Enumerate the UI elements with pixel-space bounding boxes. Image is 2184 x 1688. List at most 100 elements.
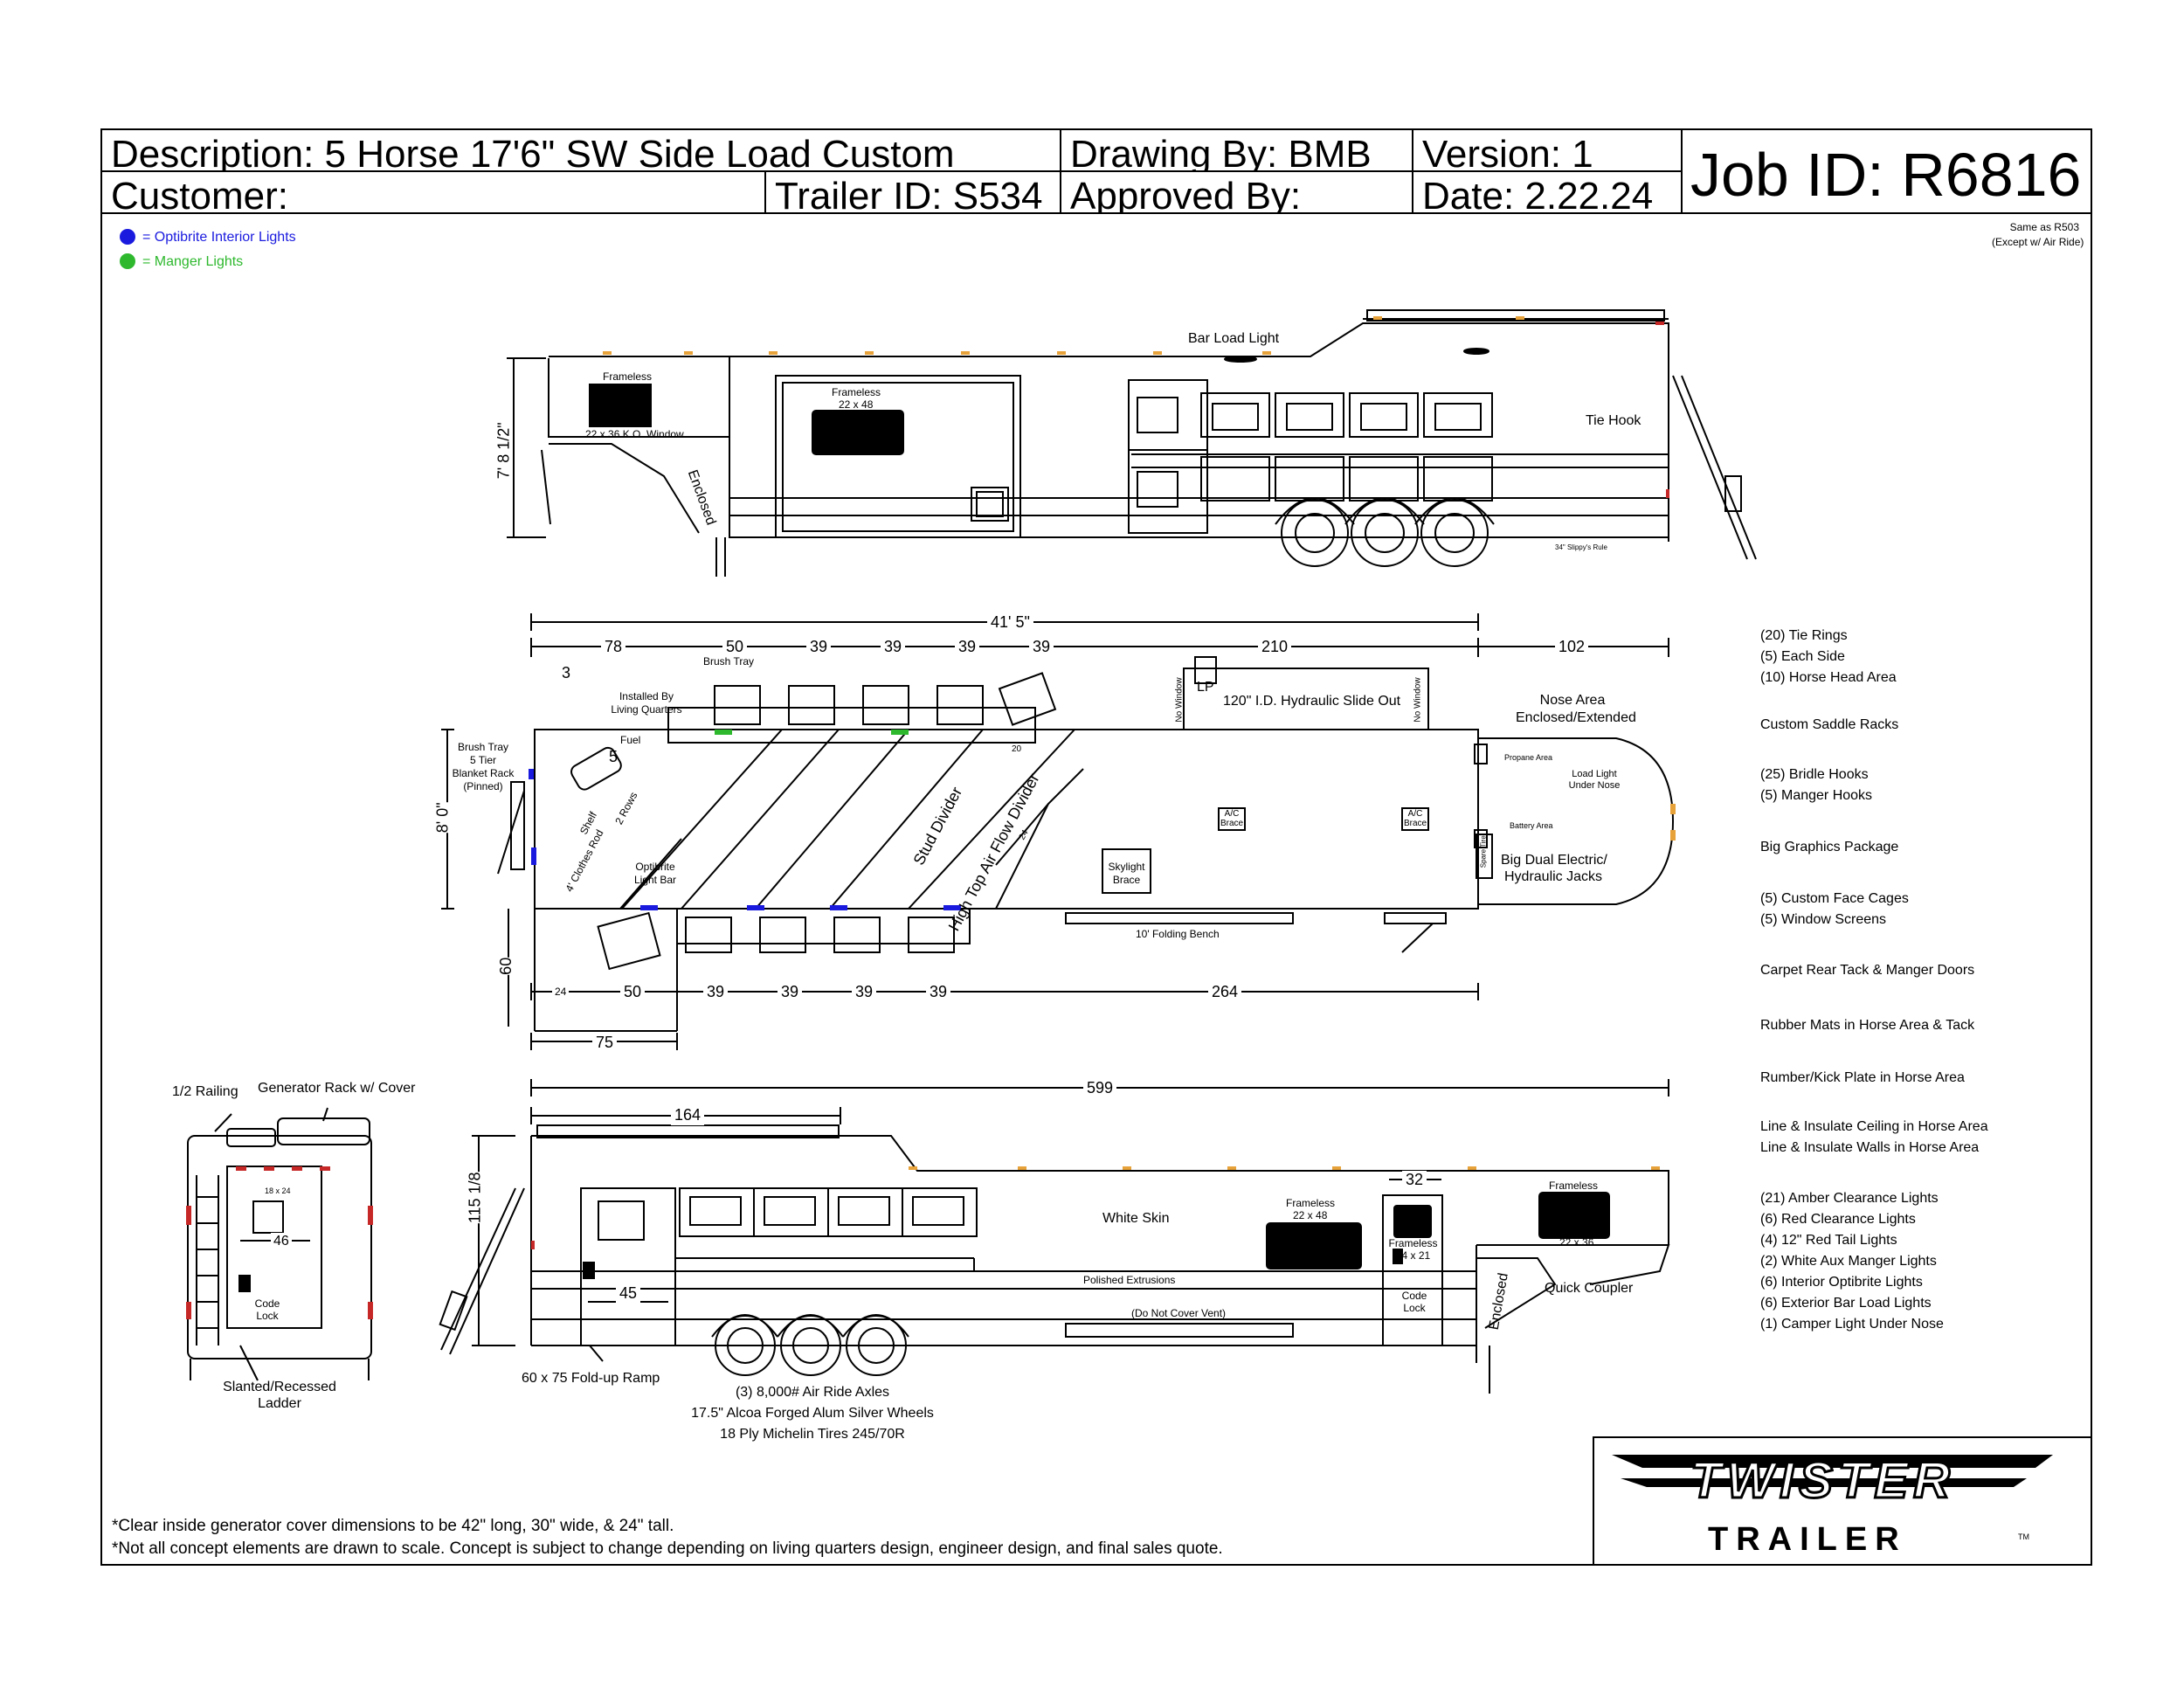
- manger-legend-dot: [120, 253, 135, 269]
- top-dim-39b: 39: [881, 638, 906, 657]
- brush-tray-label: Brush Tray: [703, 655, 755, 668]
- generator-rack-label: Generator Rack w/ Cover: [258, 1081, 416, 1096]
- polished-extrusions-label: Polished Extrusions: [1083, 1274, 1176, 1286]
- overall-length-dim: 41' 5": [987, 613, 1033, 633]
- side-22x48-label: 22 x 48: [839, 398, 874, 411]
- bottom-dim-39d: 39: [926, 983, 951, 1002]
- dim-32: 32: [1402, 1171, 1427, 1190]
- manger-legend-label: = Manger Lights: [142, 254, 244, 269]
- folding-bench-label: 10' Folding Bench: [1136, 928, 1220, 940]
- floor-plan: [441, 613, 1675, 1050]
- customer-cell: Customer:: [100, 170, 766, 214]
- lp-label: LP: [1197, 680, 1214, 695]
- logo-box: [1593, 1436, 2092, 1566]
- footer-note-scale: *Not all concept elements are drawn to s…: [112, 1539, 1223, 1558]
- spec-group-mats: Rubber Mats in Horse Area & Tack: [1760, 1018, 1975, 1033]
- top-dim-39c: 39: [955, 638, 980, 657]
- side-frameless-label: Frameless: [603, 370, 653, 383]
- top-dim-78: 78: [601, 638, 626, 657]
- spec-group-graphics: Big Graphics Package: [1760, 840, 1899, 854]
- no-window-right: No Window: [1413, 677, 1423, 723]
- bottom-dim-50: 50: [620, 983, 646, 1002]
- battery-area-label: Battery Area: [1510, 821, 1553, 830]
- bar-load-light-label: Bar Load Light: [1188, 331, 1280, 346]
- spare-tire-label: Spare Tire: [1479, 835, 1488, 868]
- top-dim-39a: 39: [806, 638, 832, 657]
- no-window-left: No Window: [1174, 677, 1185, 723]
- twister-logo: [1612, 1455, 2053, 1487]
- curb-view: [439, 1079, 1670, 1394]
- rear-view: [187, 1107, 372, 1381]
- bottom-dim-24: 24: [552, 986, 570, 999]
- side-height-dim: 7' 8 1/2": [494, 422, 513, 480]
- spec-group-kick-plate: Rumber/Kick Plate in Horse Area: [1760, 1070, 1965, 1085]
- rear-window-size: 18 x 24: [265, 1186, 291, 1195]
- logo-tm: TM: [2018, 1532, 2029, 1541]
- bottom-dim-39a: 39: [703, 983, 729, 1002]
- rear-dim-46: 46: [271, 1233, 292, 1250]
- spec-group-saddle: Custom Saddle Racks: [1760, 717, 1899, 732]
- ko-window-label: 22 x 36 K.O. Window: [585, 428, 684, 440]
- white-skin-label: White Skin: [1102, 1211, 1170, 1226]
- nose-22x36-label: 22 x 36: [1559, 1236, 1594, 1249]
- same-as-note: Same as R503(Except w/ Air Ride): [1992, 221, 2084, 248]
- curb-height-dim: 115 1/8: [466, 1172, 486, 1224]
- dim-60: 60: [497, 957, 516, 975]
- curb-22x48-label: 22 x 48: [1293, 1209, 1328, 1221]
- dim-45: 45: [616, 1284, 641, 1304]
- nose-frameless-label: Frameless: [1549, 1180, 1599, 1192]
- logo-brand: TWISTER: [1690, 1451, 1955, 1511]
- spec-group-tie-rings: (20) Tie Rings(5) Each Side(10) Horse He…: [1760, 628, 1897, 685]
- do-not-cover-label: (Do Not Cover Vent): [1131, 1307, 1227, 1319]
- bottom-dim-264: 264: [1208, 983, 1242, 1002]
- top-dim-102: 102: [1555, 638, 1589, 657]
- dim-164: 164: [671, 1106, 705, 1125]
- bottom-dim-39c: 39: [852, 983, 877, 1002]
- top-dim-50: 50: [722, 638, 748, 657]
- slide-out-label: 120" I.D. Hydraulic Slide Out: [1223, 694, 1401, 709]
- job-id-cell: [1681, 128, 2092, 214]
- date-cell: Date: 2.22.24: [1412, 170, 1683, 214]
- propane-area-label: Propane Area: [1504, 753, 1553, 762]
- jacks-label: Big Dual Electric/Hydraulic Jacks: [1501, 853, 1607, 884]
- dim-3: 3: [562, 664, 571, 681]
- num-5: 5: [609, 748, 619, 765]
- spec-group-carpet: Carpet Rear Tack & Manger Doors: [1760, 963, 1975, 978]
- bottom-dim-39b: 39: [778, 983, 803, 1002]
- curb-frameless-label: Frameless: [1286, 1197, 1336, 1209]
- slippys-rule-label: 34" Slippy's Rule: [1555, 543, 1607, 551]
- approved-by-cell: Approved By:: [1060, 170, 1413, 214]
- dim-75: 75: [592, 1034, 618, 1053]
- top-dim-210: 210: [1258, 638, 1292, 657]
- width-dim: 8' 0": [433, 802, 453, 834]
- side-view: [507, 309, 1757, 577]
- railing-label: 1/2 Railing: [172, 1084, 238, 1099]
- footer-note-generator: *Clear inside generator cover dimensions…: [112, 1517, 674, 1535]
- optibrite-legend-label: = Optibrite Interior Lights: [142, 230, 296, 245]
- ramp-label: 60 x 75 Fold-up Ramp: [522, 1371, 660, 1386]
- quick-coupler-label: Quick Coupler: [1545, 1281, 1634, 1296]
- logo-sub: TRAILER: [1708, 1521, 1907, 1558]
- fuel-label: Fuel: [620, 734, 641, 746]
- job-id: Job ID: R6816: [1690, 141, 2082, 209]
- version-cell: Version: 1: [1412, 128, 1683, 172]
- num-20: 20: [1012, 744, 1022, 754]
- side-frameless-large-label: Frameless: [832, 386, 881, 398]
- optibrite-legend-dot: [120, 229, 135, 245]
- trailer-id-cell: Trailer ID: S534: [764, 170, 1061, 214]
